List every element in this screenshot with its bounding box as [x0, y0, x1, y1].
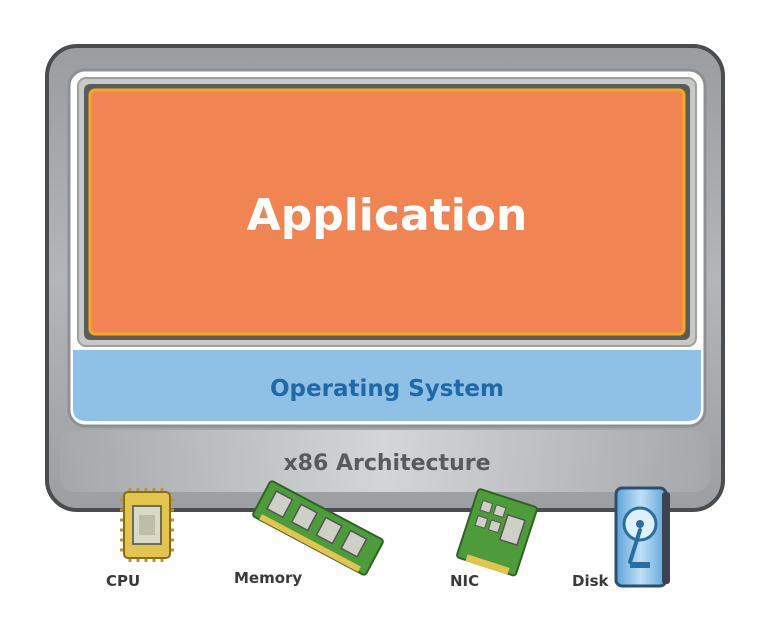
architecture-label: x86 Architecture	[283, 451, 490, 476]
memory-label: Memory	[234, 569, 302, 587]
operating-system-label: Operating System	[270, 376, 504, 402]
nic-card-icon	[456, 488, 538, 577]
cpu-chip-icon	[120, 488, 174, 562]
disk-drive-icon	[614, 486, 670, 588]
application-layer	[77, 77, 697, 347]
disk-label: Disk	[572, 572, 610, 590]
memory-module-icon	[252, 480, 384, 576]
nic-label: NIC	[450, 572, 479, 590]
cpu-label: CPU	[106, 572, 140, 590]
application-label: Application	[247, 190, 528, 241]
